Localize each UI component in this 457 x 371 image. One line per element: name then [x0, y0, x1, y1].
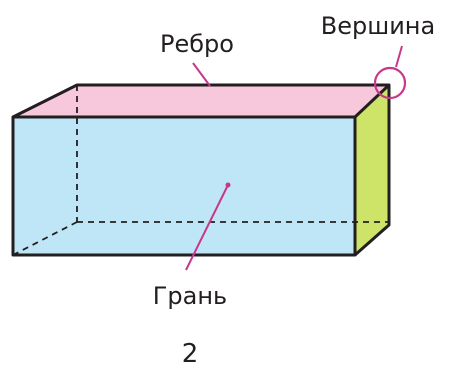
hidden-depth-edge [12, 221, 78, 256]
vertex-marker-circle [373, 66, 407, 100]
hidden-edges [12, 85, 389, 256]
face-pointer-dot [225, 182, 231, 188]
page-number: 2 [182, 339, 199, 369]
top-back-outline [12, 83, 391, 119]
side-outline [354, 85, 391, 257]
pointers [185, 45, 407, 271]
edge-pointer-line [192, 62, 211, 87]
edge-label: Ребро [160, 30, 234, 58]
visible-edges [11, 83, 391, 257]
side-face [355, 85, 389, 255]
top-face [13, 85, 389, 117]
face-label: Грань [153, 282, 227, 310]
vertex-pointer-line [395, 45, 403, 68]
front-face [13, 117, 355, 255]
vertex-label: Вершина [321, 12, 435, 40]
front-face-outline [11, 115, 357, 257]
face-pointer-line [185, 184, 229, 271]
